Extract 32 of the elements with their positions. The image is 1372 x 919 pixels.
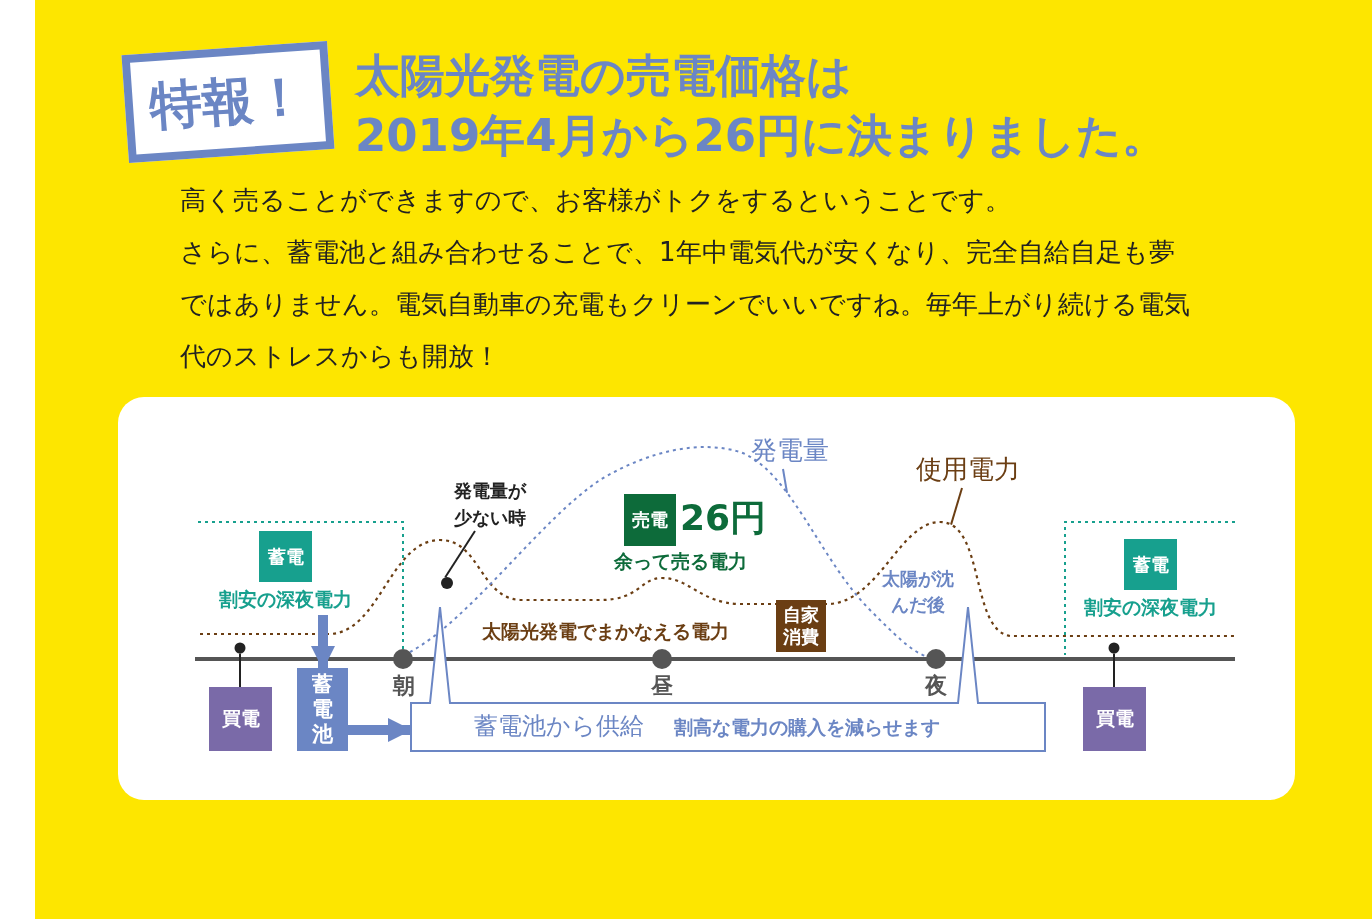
storage-tag: 蓄電: [1124, 539, 1177, 590]
pin-dot: [1108, 642, 1120, 654]
body-text: 高く売ることができますので、お客様がトクをするということです。: [180, 184, 1012, 217]
annotation-text: 発電量が少ない時: [452, 477, 528, 531]
caption-text: 余って売る電力: [612, 549, 748, 574]
callout-text: 割高な電力の購入を減らせます: [674, 715, 940, 740]
annotation-text: 太陽が沈んだ後: [881, 567, 955, 617]
arrow: [348, 718, 412, 742]
storage-tag: 蓄電: [259, 531, 312, 582]
area-label: 太陽光発電でまかなえる電力: [482, 619, 730, 644]
price-text: 26円: [680, 498, 767, 538]
battery-box: 蓄電池: [297, 668, 348, 751]
time-label: 朝: [391, 672, 416, 700]
pin-line: [239, 652, 241, 688]
headline: 太陽光発電の売電価格は2019年4月から26円に決まりました。: [355, 48, 1169, 164]
leader-line: [444, 530, 476, 579]
pin-line: [1113, 652, 1115, 688]
badge: 特報！: [121, 40, 335, 164]
time-label: 昼: [650, 672, 674, 700]
caption-text: 割安の深夜電力: [1082, 595, 1218, 620]
caption-text: 割安の深夜電力: [217, 587, 353, 612]
annotation-text: 発電量: [735, 433, 845, 469]
leader-line: [950, 487, 963, 526]
purchase-box: 買電: [1083, 687, 1146, 751]
callout-heading: 蓄電池から供給: [474, 711, 644, 742]
leader-line: [782, 468, 788, 494]
annotation-text: 使用電力: [905, 452, 1031, 488]
time-label: 夜: [924, 672, 948, 700]
pin-dot: [234, 642, 246, 654]
body-text: さらに、蓄電池と組み合わせることで、1年中電気代が安くなり、完全自給自足も夢ではありません。電気自動車の充電もクリーンでいいですね。毎年上がり続ける電気代のストレスからも開放！: [180, 236, 1191, 373]
purchase-box: 買電: [209, 687, 272, 751]
arrow: [311, 615, 335, 670]
